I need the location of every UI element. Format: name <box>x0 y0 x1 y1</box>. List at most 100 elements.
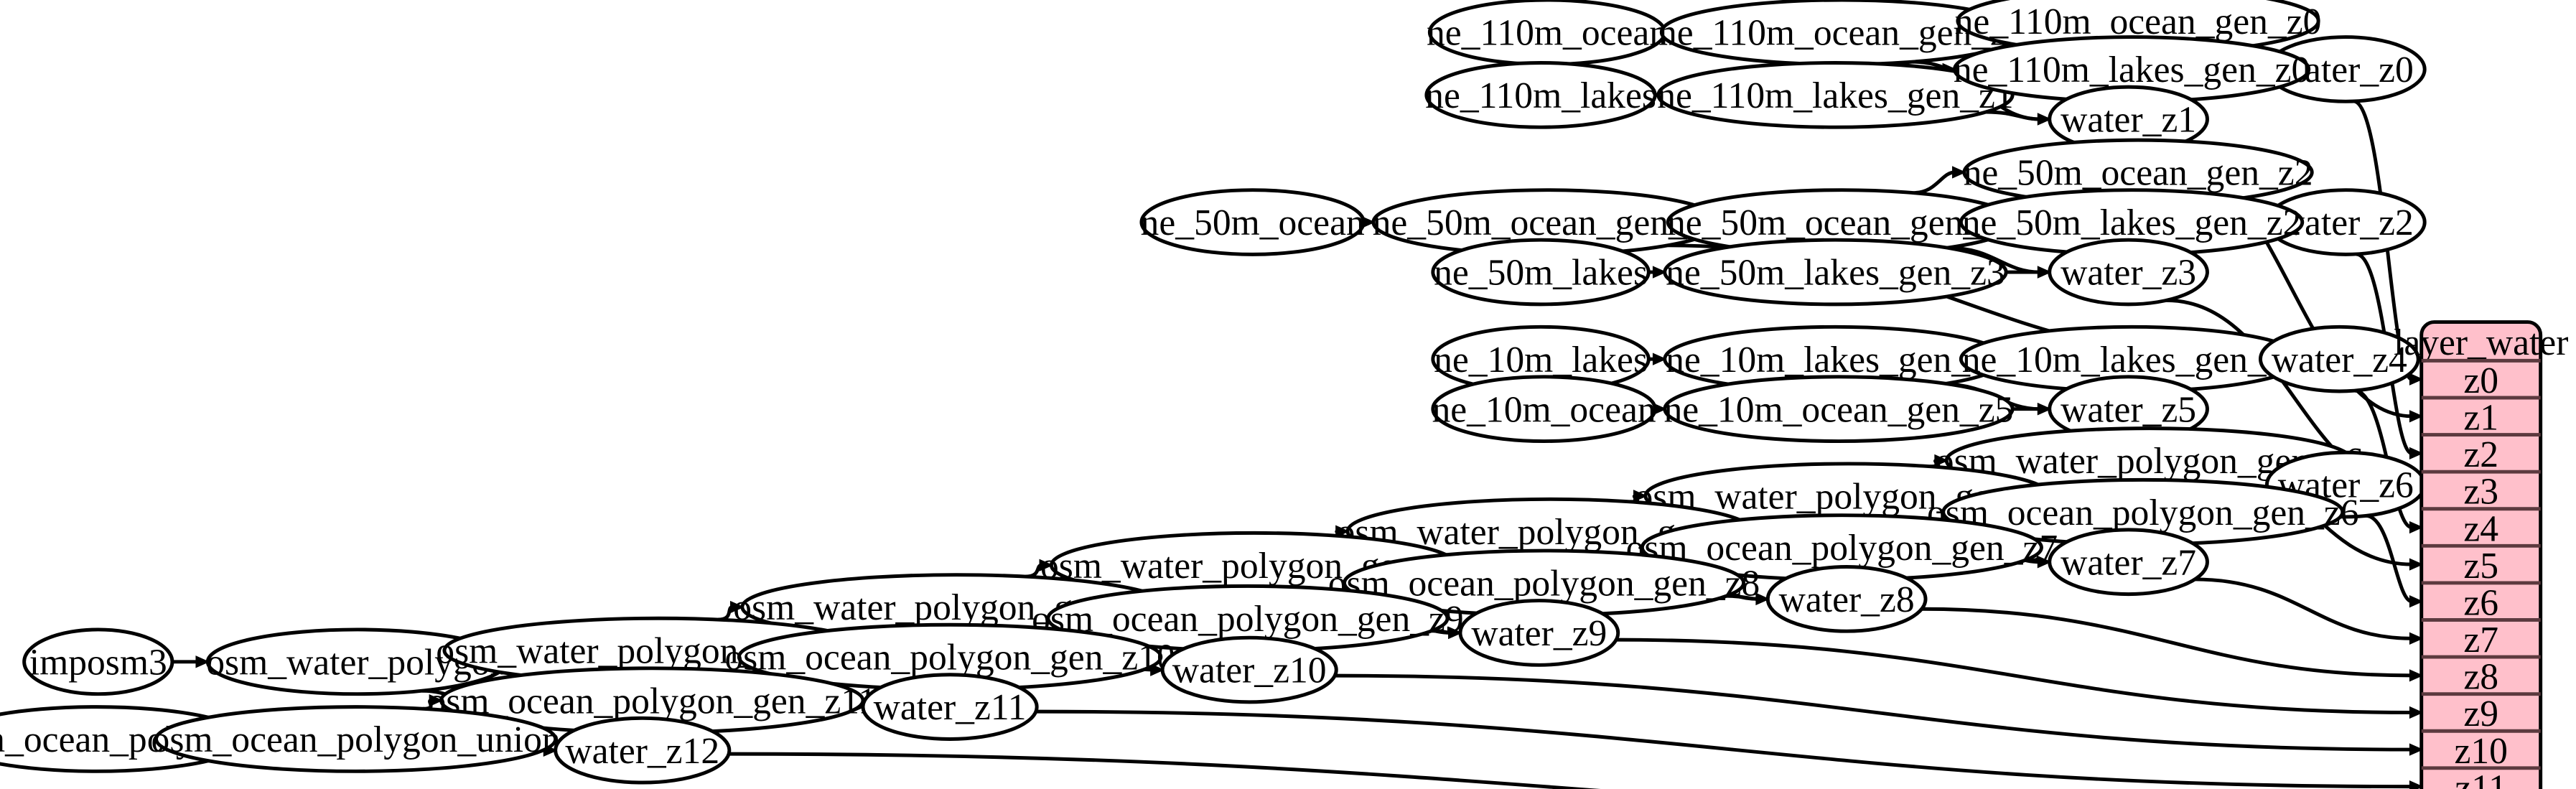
record-cell-z11[interactable]: z11 <box>2455 767 2507 789</box>
node-water_z8[interactable]: water_z8 <box>1765 565 1928 633</box>
node-water_z3[interactable]: water_z3 <box>2048 238 2209 307</box>
edge-arrowhead <box>1633 490 1648 503</box>
edge-water_z12-to-layer_water-z12+ <box>729 752 1601 789</box>
node-label: ne_10m_lakes <box>1434 340 1648 381</box>
edge-arrowhead <box>2409 595 2424 608</box>
node-label: water_z4 <box>2272 340 2407 381</box>
record-cell-z4[interactable]: z4 <box>2463 508 2498 549</box>
node-water_z1[interactable]: water_z1 <box>2048 85 2209 154</box>
node-ne_50m_ocean_gen_z3[interactable]: ne_50m_ocean_gen_z3 <box>1666 188 2018 256</box>
node-label: osm_ocean_polygon_union <box>151 719 561 760</box>
edge-arrowhead <box>1755 592 1770 606</box>
node-water_z11[interactable]: water_z11 <box>861 673 1039 741</box>
node-ne_110m_lakes[interactable]: ne_110m_lakes <box>1424 61 1657 129</box>
node-ne_50m_lakes[interactable]: ne_50m_lakes <box>1431 238 1651 307</box>
node-imposm3[interactable]: imposm3 <box>22 627 174 696</box>
node-label: ne_50m_ocean_gen_z2 <box>1964 153 2313 194</box>
node-label: ne_50m_lakes <box>1434 253 1648 294</box>
node-water_z7[interactable]: water_z7 <box>2048 528 2209 597</box>
record-title: layer_water <box>2394 322 2568 363</box>
node-ne_50m_lakes_gen_z2[interactable]: ne_50m_lakes_gen_z2 <box>1959 188 2305 256</box>
node-ne_10m_lakes_gen_z5[interactable]: ne_10m_lakes_gen_z5 <box>1663 325 2008 393</box>
edge-arrowhead <box>2409 780 2424 789</box>
node-water_z2[interactable]: water_z2 <box>2264 188 2427 256</box>
node-label: ne_50m_ocean <box>1141 202 1365 243</box>
node-water_z5[interactable]: water_z5 <box>2048 375 2209 444</box>
record-cell-z3[interactable]: z3 <box>2463 472 2498 513</box>
edge-arrowhead <box>2037 266 2052 279</box>
record-cell-z1[interactable]: z1 <box>2463 398 2498 439</box>
node-label: water_z7 <box>2061 542 2196 583</box>
node-water_z12[interactable]: water_z12 <box>554 716 732 785</box>
node-osm_ocean_polygon_gen_z11[interactable]: osm_ocean_polygon_gen_z11 <box>427 666 877 734</box>
node-ne_50m_ocean[interactable]: ne_50m_ocean <box>1139 188 1366 256</box>
edge-arrowhead <box>2409 558 2424 571</box>
record-cell-z10[interactable]: z10 <box>2454 731 2507 772</box>
edge-arrowhead <box>1952 166 1966 179</box>
edge-water_z9-to-layer_water-z9 <box>1616 638 2412 714</box>
record-cell-z2[interactable]: z2 <box>2463 434 2498 475</box>
node-ne_50m_lakes_gen_z3[interactable]: ne_50m_lakes_gen_z3 <box>1663 238 2008 307</box>
node-ne_110m_ocean[interactable]: ne_110m_ocean <box>1427 0 1668 67</box>
record-cell-z5[interactable]: z5 <box>2463 546 2498 587</box>
node-shape <box>154 705 558 773</box>
node-ne_10m_ocean_gen_z5[interactable]: ne_10m_ocean_gen_z5 <box>1663 375 2015 444</box>
record-cell-z8[interactable]: z8 <box>2463 657 2498 698</box>
node-label: water_z10 <box>1172 650 1327 691</box>
node-label: imposm3 <box>29 642 167 683</box>
edge-water_z10-to-layer_water-z10 <box>1335 673 2412 752</box>
edge-arrowhead <box>2409 669 2424 682</box>
node-label: water_z11 <box>874 687 1027 728</box>
node-shape <box>1431 238 1651 307</box>
edge-arrowhead <box>2409 706 2424 719</box>
node-label: ne_50m_ocean_gen_z4 <box>1373 202 1722 243</box>
node-label: water_z12 <box>565 731 719 772</box>
node-shape <box>22 627 174 696</box>
node-osm_ocean_polygon_union[interactable]: osm_ocean_polygon_union <box>151 705 561 773</box>
node-label: osm_ocean_polygon_gen_z9 <box>1032 599 1464 640</box>
node-label: ne_110m_ocean <box>1427 12 1668 53</box>
node-label: ne_50m_lakes_gen_z3 <box>1666 253 2005 294</box>
node-osm_ocean_polygon_gen_z10[interactable]: osm_ocean_polygon_gen_z10 <box>724 622 1175 691</box>
edge-arrowhead <box>2409 447 2424 460</box>
edge-ne_50m_ocean_gen_z3-to-ne_50m_ocean_gen_z2 <box>1913 170 1955 195</box>
node-label: ne_50m_ocean_gen_z3 <box>1667 202 2017 243</box>
node-osm_ocean_polygon_gen_z7[interactable]: osm_ocean_polygon_gen_z7 <box>1626 513 2058 582</box>
node-shape <box>1431 375 1657 444</box>
node-shape <box>1663 375 2015 444</box>
node-shape <box>2048 528 2209 597</box>
edge-arrowhead <box>2037 556 2052 569</box>
node-label: water_z1 <box>2061 100 2196 141</box>
node-label: water_z5 <box>2061 389 2196 430</box>
record-node-layer: layer_waterz0z1z2z3z4z5z6z7z8z9z10z11z12… <box>2394 320 2568 789</box>
edge-arrowhead <box>2409 410 2424 423</box>
node-ne_10m_lakes[interactable]: ne_10m_lakes <box>1431 325 1651 393</box>
record-cell-z7[interactable]: z7 <box>2463 620 2498 660</box>
node-shape <box>1458 599 1620 667</box>
node-water_z4[interactable]: water_z4 <box>2259 325 2420 393</box>
node-ne_50m_ocean_gen_z2[interactable]: ne_50m_ocean_gen_z2 <box>1962 138 2314 207</box>
node-label: water_z9 <box>1471 613 1607 654</box>
node-ne_110m_lakes_gen_z1[interactable]: ne_110m_lakes_gen_z1 <box>1656 61 2015 129</box>
node-label: water_z8 <box>1779 579 1915 620</box>
node-water_z9[interactable]: water_z9 <box>1458 599 1620 667</box>
node-label: ne_10m_ocean_gen_z5 <box>1663 389 2013 430</box>
node-shape <box>2048 238 2209 307</box>
record-cell-z6[interactable]: z6 <box>2463 582 2498 623</box>
record-cell-z9[interactable]: z9 <box>2463 694 2498 734</box>
node-label: ne_110m_lakes_gen_z1 <box>1657 75 2014 116</box>
node-ne_10m_ocean[interactable]: ne_10m_ocean <box>1431 375 1657 444</box>
node-osm_ocean_polygon_gen_z9[interactable]: osm_ocean_polygon_gen_z9 <box>1032 584 1464 653</box>
node-shape <box>554 716 732 785</box>
edge-arrowhead <box>1335 525 1350 538</box>
edge-arrowhead <box>1448 626 1462 640</box>
node-ne_50m_ocean_gen_z4[interactable]: ne_50m_ocean_gen_z4 <box>1371 188 1723 256</box>
edge-water_z7-to-layer_water-z7 <box>2195 577 2412 640</box>
node-water_z10[interactable]: water_z10 <box>1160 635 1338 704</box>
record-cell-z0[interactable]: z0 <box>2463 360 2498 401</box>
edge-arrowhead <box>2409 632 2424 645</box>
edge-arrowhead <box>2409 373 2424 386</box>
record-node-layer-water[interactable]: layer_waterz0z1z2z3z4z5z6z7z8z9z10z11z12… <box>2394 320 2568 789</box>
